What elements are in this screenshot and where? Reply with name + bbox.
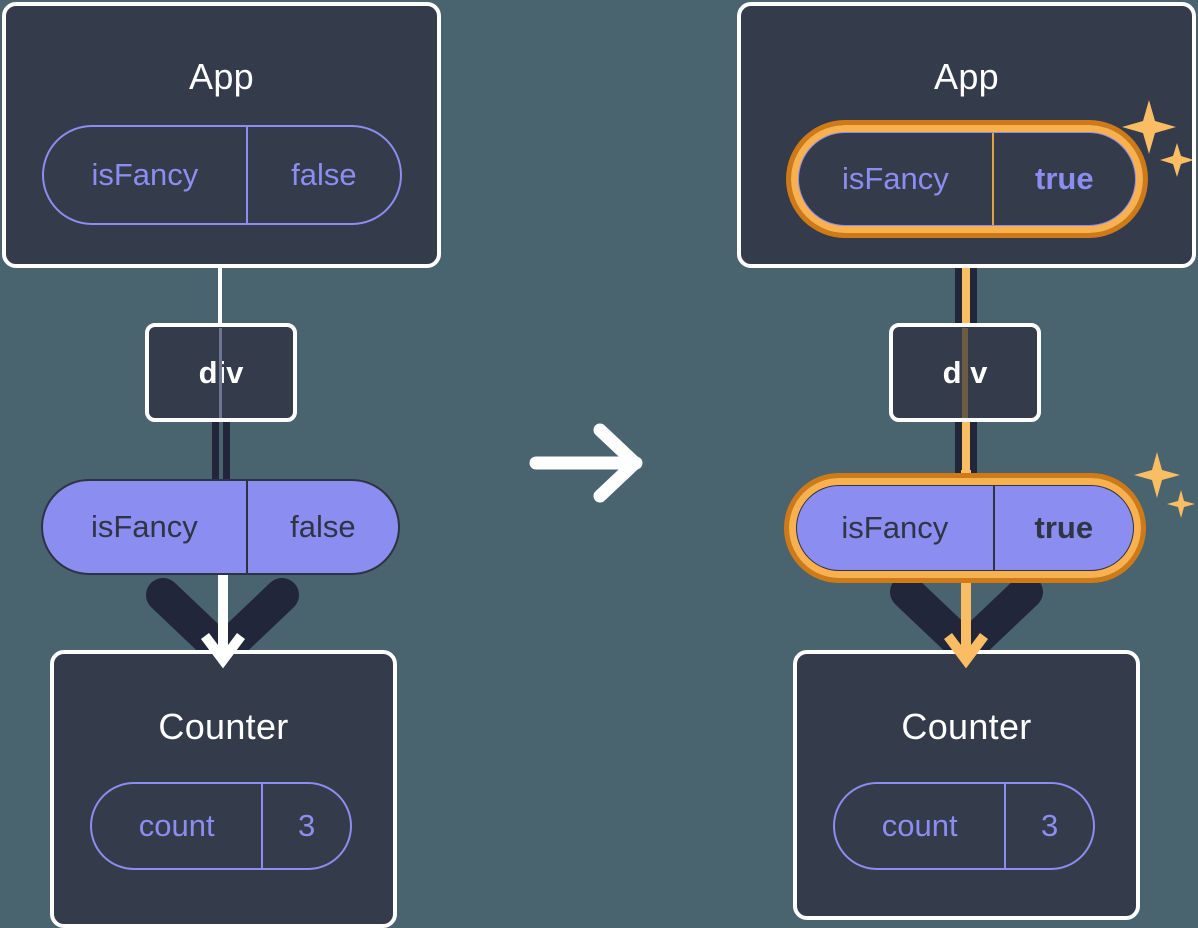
prop-value-after: true [992,486,1133,570]
app-state-value-after: true [991,133,1135,225]
prop-key-after: isFancy [841,510,949,545]
counter-state-pill-before: count 3 [90,782,352,870]
app-state-value-before: false [245,127,400,223]
transition-arrow-icon [528,418,648,508]
prop-pill-before: isFancy false [41,479,400,575]
prop-key-before: isFancy [90,509,198,544]
prop-value-before: false [245,481,398,573]
app-state-key-before: isFancy [91,157,199,192]
counter-state-key-before: count [138,808,215,843]
sparkles-icon-app [1122,98,1194,180]
connector-app-to-div-before [218,262,222,324]
connector-div-to-prop-before-right [223,418,230,486]
prop-pill-after: isFancy true [795,484,1135,572]
connector-app-to-div-after-core [962,218,970,328]
prop-arrow-head-before [198,570,248,670]
counter-state-key-after: count [881,808,958,843]
connector-app-to-div-after-right [969,250,977,328]
sparkles-icon-prop [1133,450,1195,522]
counter-state-value-after: 3 [1004,784,1093,868]
connector-through-div-before [219,328,222,418]
counter-title-after: Counter [901,706,1032,747]
app-title-after: App [934,56,999,97]
counter-title-before: Counter [158,706,289,747]
app-state-pill-after: isFancy true [797,131,1137,227]
connector-div-to-prop-after-right [969,418,977,486]
app-state-pill-before: isFancy false [42,125,402,225]
counter-state-pill-after: count 3 [833,782,1095,870]
app-title-before: App [189,56,254,97]
connector-app-to-div-after-left [955,250,963,328]
app-state-key-after: isFancy [841,161,949,196]
connector-div-to-prop-after-left [955,418,963,486]
connector-div-to-prop-after-core [962,418,970,486]
connector-div-to-prop-before-left [212,418,219,486]
counter-state-value-before: 3 [261,784,350,868]
connector-through-div-after [962,328,968,418]
